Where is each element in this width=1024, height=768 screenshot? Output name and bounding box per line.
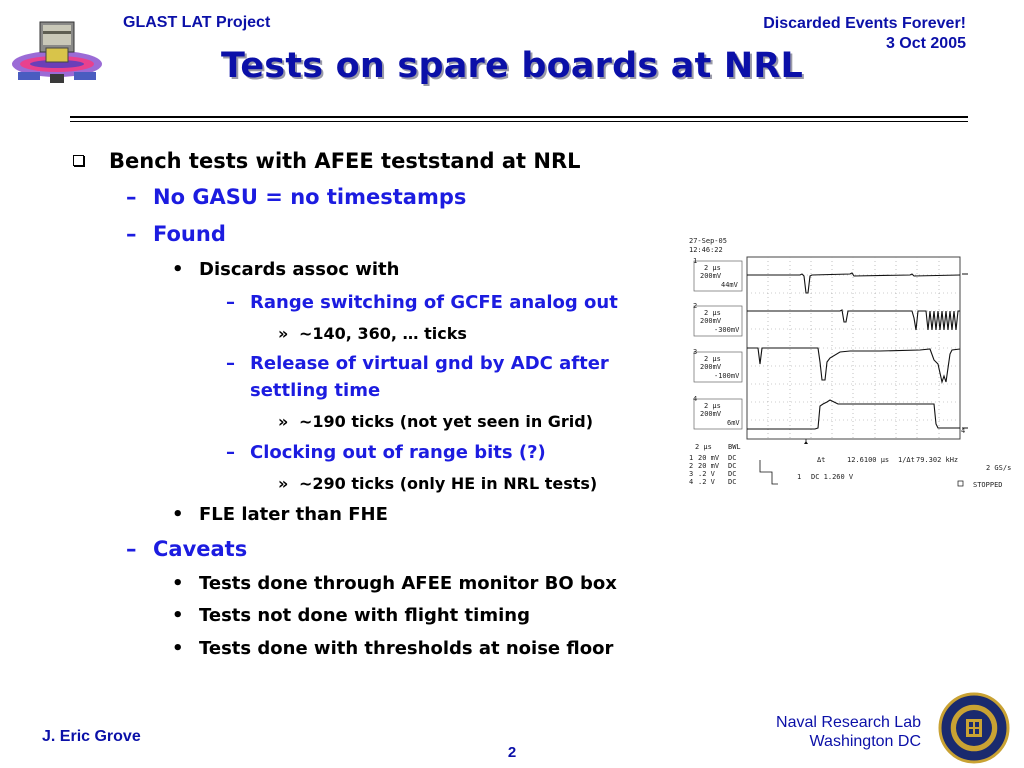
- scope-row-ch: 3: [689, 470, 693, 478]
- guillemet-bullet-icon: »: [278, 412, 289, 431]
- dash-bullet-icon: –: [226, 292, 235, 313]
- bullet-caveats: Caveats: [153, 537, 248, 561]
- stop-icon: [957, 480, 964, 487]
- dot-bullet-icon: •: [172, 573, 184, 594]
- scope-ch3-number: 3: [693, 348, 697, 356]
- dot-bullet-icon: •: [172, 638, 184, 659]
- guillemet-bullet-icon: »: [278, 324, 289, 343]
- scope-delta-t-value: 12.6100 µs: [847, 456, 889, 464]
- scope-ch1-offset: 44mV: [721, 281, 739, 289]
- scope-row-volt: 20 mV: [698, 462, 720, 470]
- dot-bullet-icon: •: [172, 504, 184, 525]
- scope-status: STOPPED: [973, 481, 1003, 489]
- scope-ch2-offset: -300mV: [714, 326, 740, 334]
- scope-row-coupling: DC: [728, 478, 736, 486]
- dot-bullet-icon: •: [172, 605, 184, 626]
- scope-ch2-div: 2 µs: [704, 309, 721, 317]
- bullet-caveat-afee: Tests done through AFEE monitor BO box: [199, 573, 617, 594]
- scope-ch4-offset: 6mV: [727, 419, 740, 427]
- scope-ch4-volt: 200mV: [700, 410, 722, 418]
- bullet-ticks-140: ~140, 360, … ticks: [299, 324, 467, 343]
- page-number: 2: [507, 744, 517, 761]
- dash-bullet-icon: –: [226, 353, 235, 374]
- scope-ch2-number: 2: [693, 302, 697, 310]
- scope-ch4-number: 4: [693, 395, 697, 403]
- dash-bullet-icon: –: [226, 442, 235, 463]
- scope-timebase: 2 µs: [695, 443, 712, 451]
- scope-date: 27-Sep-05: [689, 237, 727, 245]
- scope-delta-t-label: Δt: [817, 456, 825, 464]
- scope-ch3-volt: 200mV: [700, 363, 722, 371]
- scope-row-ch: 4: [689, 478, 693, 486]
- bullet-discards: Discards assoc with: [199, 259, 400, 280]
- scope-ch1-div: 2 µs: [704, 264, 721, 272]
- scope-trigger-channel: 1: [797, 473, 801, 481]
- header-event-label: Discarded Events Forever! 3 Oct 2005: [763, 14, 966, 54]
- oscilloscope-screenshot: 27-Sep-05 12:46:22 1 2 µs 200mV 44mV 2: [680, 232, 1020, 500]
- bullet-ticks-290: ~290 ticks (only HE in NRL tests): [299, 474, 598, 493]
- guillemet-bullet-icon: »: [278, 474, 289, 493]
- nrl-seal-logo: [938, 692, 1010, 764]
- scope-trace-ch4: [747, 399, 960, 430]
- bullet-bench-tests: Bench tests with AFEE teststand at NRL: [109, 149, 581, 173]
- scope-row-volt: .2 V: [698, 478, 716, 486]
- scope-row-volt: .2 V: [698, 470, 716, 478]
- scope-trace-ch3: [747, 347, 961, 385]
- footer-author: J. Eric Grove: [42, 728, 141, 745]
- scope-ch3-div: 2 µs: [704, 355, 721, 363]
- scope-ch1-number: 1: [693, 257, 697, 265]
- bullet-fle-later: FLE later than FHE: [199, 504, 388, 525]
- scope-time: 12:46:22: [689, 246, 723, 254]
- scope-row-coupling: DC: [728, 470, 736, 478]
- scope-channel-settings: 1 20 mV DC 2 20 mV DC 3 .2 V DC 4 .2 V D…: [689, 454, 736, 486]
- scope-inv-delta-t-label: 1/Δt: [898, 456, 915, 464]
- trigger-slope-icon: [759, 460, 778, 485]
- scope-row-volt: 20 mV: [698, 454, 720, 462]
- bullet-caveat-thresholds: Tests done with thresholds at noise floo…: [199, 638, 614, 659]
- scope-trace-ch2: [747, 309, 960, 331]
- scope-ch1-volt: 200mV: [700, 272, 722, 280]
- bullet-release-virtual-gnd-cont: settling time: [250, 380, 381, 401]
- header-event-title: Discarded Events Forever!: [763, 15, 966, 32]
- slide-title: Tests on spare boards at NRL: [220, 46, 804, 86]
- scope-row-coupling: DC: [728, 454, 736, 462]
- title-rule-thin: [70, 121, 968, 122]
- scope-sample-rate: 2 GS/s: [986, 464, 1011, 472]
- dash-bullet-icon: –: [126, 537, 137, 561]
- bullet-no-gasu: No GASU = no timestamps: [153, 185, 467, 209]
- title-rule-thick: [70, 116, 968, 118]
- scope-channel-2-box: 2 2 µs 200mV -300mV: [693, 302, 743, 337]
- scope-row-ch: 2: [689, 462, 693, 470]
- header-event-date: 3 Oct 2005: [885, 35, 966, 52]
- header-project-label: GLAST LAT Project: [123, 14, 271, 31]
- dash-bullet-icon: –: [126, 222, 137, 246]
- glast-satellite-logo: [10, 16, 105, 86]
- scope-row-ch: 1: [689, 454, 693, 462]
- bullet-found: Found: [153, 222, 226, 246]
- scope-channel-1-box: 1 2 µs 200mV 44mV: [693, 257, 743, 292]
- scope-ch4-ref-mark: 4: [961, 427, 965, 435]
- scope-channel-3-box: 3 2 µs 200mV -100mV: [693, 348, 743, 383]
- scope-row-coupling: DC: [728, 462, 736, 470]
- bullet-caveat-timing: Tests not done with flight timing: [199, 605, 530, 626]
- bullet-clocking-out: Clocking out of range bits (?): [250, 442, 546, 463]
- dot-bullet-icon: •: [172, 259, 184, 280]
- scope-ch2-volt: 200mV: [700, 317, 722, 325]
- footer-org-location: Washington DC: [809, 733, 921, 750]
- scope-frequency: 79.302 kHz: [916, 456, 958, 464]
- cursor-marker-icon: [804, 439, 808, 444]
- scope-ch3-offset: -100mV: [714, 372, 740, 380]
- checkbox-bullet-icon: [73, 155, 84, 166]
- footer-organization: Naval Research Lab Washington DC: [776, 713, 921, 751]
- scope-channel-4-box: 4 2 µs 200mV 6mV: [693, 395, 743, 430]
- bullet-release-virtual-gnd: Release of virtual gnd by ADC after: [250, 353, 609, 374]
- scope-ch4-div: 2 µs: [704, 402, 721, 410]
- footer-org-name: Naval Research Lab: [776, 714, 921, 731]
- bullet-range-switching: Range switching of GCFE analog out: [250, 292, 618, 313]
- scope-bwl: BWL: [728, 443, 741, 451]
- dash-bullet-icon: –: [126, 185, 137, 209]
- scope-trigger-level: DC 1.260 V: [811, 473, 854, 481]
- bullet-ticks-190: ~190 ticks (not yet seen in Grid): [299, 412, 594, 431]
- scope-trace-ch1: [747, 272, 961, 294]
